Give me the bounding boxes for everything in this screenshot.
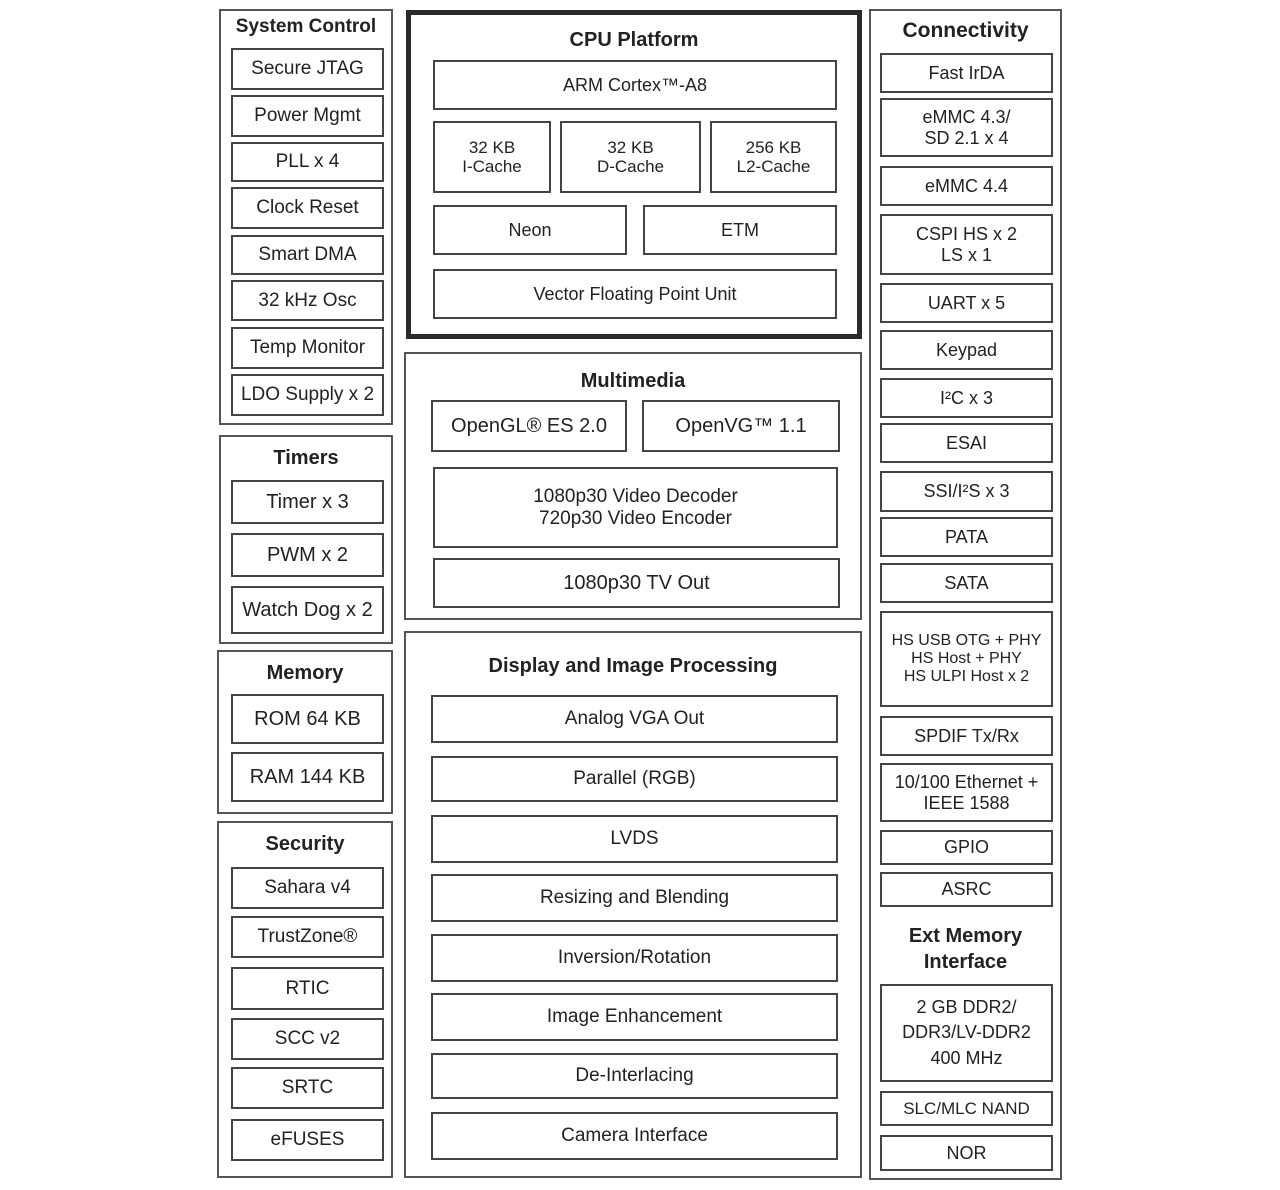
usb-block: HS USB OTG + PHY HS Host + PHY HS ULPI H… bbox=[880, 611, 1053, 707]
esai-block: ESAI bbox=[880, 423, 1053, 463]
spdif-block: SPDIF Tx/Rx bbox=[880, 716, 1053, 756]
fast-irda-block: Fast IrDA bbox=[880, 53, 1053, 93]
trustzone-block: TrustZone® bbox=[231, 916, 384, 958]
pwm-block: PWM x 2 bbox=[231, 533, 384, 577]
memory-group: Memory ROM 64 KB RAM 144 KB bbox=[217, 650, 393, 814]
connectivity-title: Connectivity bbox=[902, 19, 1029, 42]
video-codec-block: 1080p30 Video Decoder 720p30 Video Encod… bbox=[433, 467, 838, 548]
connectivity-group: Connectivity Fast IrDA eMMC 4.3/ SD 2.1 … bbox=[869, 9, 1062, 1180]
gpio-block: GPIO bbox=[880, 830, 1053, 865]
cpu-platform-title: CPU Platform bbox=[569, 29, 699, 51]
timers-group: Timers Timer x 3 PWM x 2 Watch Dog x 2 bbox=[219, 435, 393, 644]
nand-block: SLC/MLC NAND bbox=[880, 1091, 1053, 1126]
neon-block: Neon bbox=[433, 205, 627, 255]
openvg-block: OpenVG™ 1.1 bbox=[642, 400, 840, 452]
system-control-group: System Control Secure JTAG Power Mgmt PL… bbox=[219, 9, 393, 425]
de-interlacing-block: De-Interlacing bbox=[431, 1053, 838, 1099]
lvds-block: LVDS bbox=[431, 815, 838, 863]
etm-block: ETM bbox=[643, 205, 837, 255]
ssi-i2s-block: SSI/I²S x 3 bbox=[880, 471, 1053, 512]
tv-out-block: 1080p30 TV Out bbox=[433, 558, 840, 608]
cspi-block: CSPI HS x 2 LS x 1 bbox=[880, 214, 1053, 275]
smart-dma-block: Smart DMA bbox=[231, 235, 384, 275]
ddr-block: 2 GB DDR2/ DDR3/LV-DDR2 400 MHz bbox=[880, 984, 1053, 1082]
timers-title: Timers bbox=[273, 447, 339, 469]
arm-cortex-block: ARM Cortex™-A8 bbox=[433, 60, 837, 110]
icache-block: 32 KB I-Cache bbox=[433, 121, 551, 193]
display-image-processing-group: Display and Image Processing Analog VGA … bbox=[404, 631, 862, 1178]
clock-reset-block: Clock Reset bbox=[231, 187, 384, 229]
i2c-block: I²C x 3 bbox=[880, 378, 1053, 418]
power-mgmt-block: Power Mgmt bbox=[231, 95, 384, 137]
sata-block: SATA bbox=[880, 563, 1053, 603]
uart-block: UART x 5 bbox=[880, 283, 1053, 323]
watch-dog-block: Watch Dog x 2 bbox=[231, 586, 384, 634]
ext-memory-title: Ext Memory Interface bbox=[908, 925, 1023, 973]
ram-block: RAM 144 KB bbox=[231, 752, 384, 802]
emmc43-sd-block: eMMC 4.3/ SD 2.1 x 4 bbox=[880, 98, 1053, 157]
scc-block: SCC v2 bbox=[231, 1018, 384, 1060]
temp-monitor-block: Temp Monitor bbox=[231, 327, 384, 369]
timer-block: Timer x 3 bbox=[231, 480, 384, 524]
emmc44-block: eMMC 4.4 bbox=[880, 166, 1053, 206]
pata-block: PATA bbox=[880, 517, 1053, 557]
keypad-block: Keypad bbox=[880, 330, 1053, 370]
asrc-block: ASRC bbox=[880, 872, 1053, 907]
nor-block: NOR bbox=[880, 1135, 1053, 1171]
vfp-block: Vector Floating Point Unit bbox=[433, 269, 837, 319]
srtc-block: SRTC bbox=[231, 1067, 384, 1109]
efuses-block: eFUSES bbox=[231, 1119, 384, 1161]
inversion-rotation-block: Inversion/Rotation bbox=[431, 934, 838, 982]
osc-32khz-block: 32 kHz Osc bbox=[231, 280, 384, 321]
resizing-blending-block: Resizing and Blending bbox=[431, 874, 838, 922]
cpu-platform-group: CPU Platform ARM Cortex™-A8 32 KB I-Cach… bbox=[406, 10, 862, 339]
l2cache-block: 256 KB L2-Cache bbox=[710, 121, 837, 193]
analog-vga-block: Analog VGA Out bbox=[431, 695, 838, 743]
system-control-title: System Control bbox=[235, 16, 377, 37]
multimedia-group: Multimedia OpenGL® ES 2.0 OpenVG™ 1.1 10… bbox=[404, 352, 862, 620]
secure-jtag-block: Secure JTAG bbox=[231, 48, 384, 90]
multimedia-title: Multimedia bbox=[580, 370, 686, 392]
camera-interface-block: Camera Interface bbox=[431, 1112, 838, 1160]
sahara-block: Sahara v4 bbox=[231, 867, 384, 909]
parallel-rgb-block: Parallel (RGB) bbox=[431, 756, 838, 802]
image-enhancement-block: Image Enhancement bbox=[431, 993, 838, 1041]
display-title: Display and Image Processing bbox=[488, 655, 778, 677]
security-group: Security Sahara v4 TrustZone® RTIC SCC v… bbox=[217, 821, 393, 1178]
ethernet-block: 10/100 Ethernet + IEEE 1588 bbox=[880, 763, 1053, 822]
dcache-block: 32 KB D-Cache bbox=[560, 121, 701, 193]
rom-block: ROM 64 KB bbox=[231, 694, 384, 744]
security-title: Security bbox=[265, 833, 345, 855]
opengl-block: OpenGL® ES 2.0 bbox=[431, 400, 627, 452]
memory-title: Memory bbox=[266, 662, 344, 684]
rtic-block: RTIC bbox=[231, 967, 384, 1010]
ldo-supply-block: LDO Supply x 2 bbox=[231, 374, 384, 416]
pll-block: PLL x 4 bbox=[231, 142, 384, 182]
